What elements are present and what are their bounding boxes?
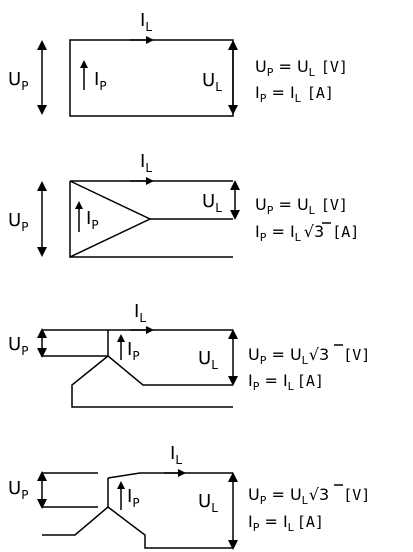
- diagram-1-eq-voltage: UP = UL[V]: [255, 57, 348, 79]
- diagram-1-up-label: UP: [8, 69, 28, 93]
- diagram-2-ip-label: IP: [86, 208, 99, 232]
- sqrt-three: 3: [314, 222, 324, 241]
- diagram-2-delta: [69, 180, 152, 259]
- diagram-3: IL UP IP UL UP = UL√3[V] IP = IL[A]: [8, 301, 370, 408]
- diagram-1: IL UP IP UL UP = UL[V] IP = IL[A]: [8, 10, 348, 117]
- diagram-2-eq-current: IP = IL√3[A]: [255, 222, 359, 244]
- diagram-4-ul-label: UL: [198, 491, 218, 515]
- diagram-3-ip-label: IP: [127, 339, 140, 363]
- diagram-3-up-label: UP: [8, 334, 28, 358]
- diagram-3-lower-right-leg: [107, 355, 233, 386]
- diagram-1-ip-label: IP: [94, 69, 107, 93]
- diagram-3-eq-voltage: UP = UL√3[V]: [248, 345, 370, 367]
- diagram-2-eq-voltage: UP = UL[V]: [255, 195, 348, 217]
- diagram-4-ip-label: IP: [127, 486, 140, 510]
- diagram-2: IL UP IP UL UP = UL[V] IP = IL√3[A]: [8, 151, 359, 259]
- diagram-4-eq-voltage: UP = UL√3[V]: [248, 485, 370, 507]
- sqrt-symbol: √: [304, 222, 315, 241]
- diagram-1-eq-current: IP = IL[A]: [255, 83, 334, 105]
- diagram-3-ul-label: UL: [198, 348, 218, 372]
- diagram-3-eq-current: IP = IL[A]: [248, 371, 324, 393]
- sqrt-three: 3: [319, 485, 329, 504]
- sqrt-symbol: √: [309, 345, 320, 364]
- diagram-4-il-label: IL: [170, 443, 182, 467]
- diagram-3-il-label: IL: [134, 301, 146, 325]
- diagram-2-up-label: UP: [8, 210, 28, 234]
- diagram-2-il-label: IL: [140, 151, 152, 175]
- diagram-4-eq-current: IP = IL[A]: [248, 512, 324, 534]
- diagram-2-ul-label: UL: [202, 191, 222, 215]
- diagram-1-ul-label: UL: [202, 70, 222, 94]
- sqrt-three: 3: [319, 345, 329, 364]
- sqrt-symbol: √: [309, 485, 320, 504]
- diagram-4-lower-right-leg: [107, 506, 233, 549]
- diagram-3-lower-left-leg: [71, 355, 233, 408]
- diagram-4: IL UP IP UL UP = UL√3[V] IP = IL[A]: [8, 443, 370, 550]
- diagram-1-il-label: IL: [140, 10, 152, 34]
- diagram-4-lower-left-leg: [42, 506, 109, 536]
- diagram-4-up-label: UP: [8, 478, 28, 502]
- diagram-4-top-wire: [107, 472, 233, 479]
